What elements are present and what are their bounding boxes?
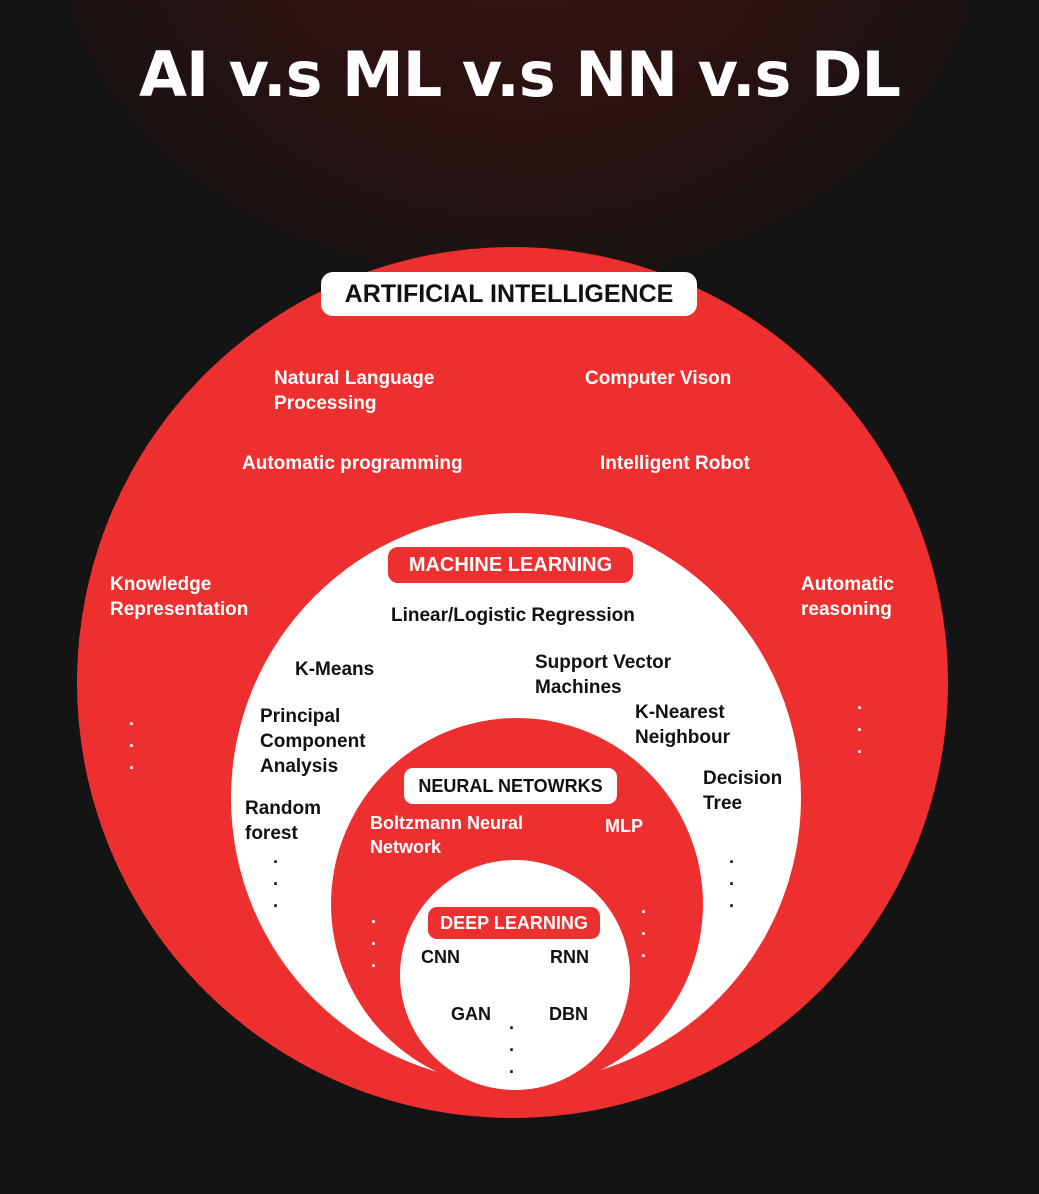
dl-ellipsis: . . .: [509, 1013, 515, 1077]
ai-item-computer-vision: Computer Vison: [585, 368, 732, 389]
nn-ellipsis-left: . . .: [371, 907, 377, 971]
ai-item-automatic-reasoning: Automatic reasoning: [801, 574, 894, 620]
ml-item-knn: K-Nearest Neighbour: [635, 702, 730, 748]
ml-label: MACHINE LEARNING: [388, 547, 633, 583]
ml-ellipsis-right: . . .: [729, 847, 735, 911]
nn-item-boltzmann: Boltzmann Neural Network: [370, 813, 524, 857]
ml-item-random-forest: Random forest: [245, 798, 321, 844]
dl-label: DEEP LEARNING: [428, 907, 600, 939]
nn-label: NEURAL NETOWRKS: [404, 768, 617, 804]
ai-item-intelligent-robot: Intelligent Robot: [600, 453, 750, 474]
ml-item-linear-logistic: Linear/Logistic Regression: [391, 605, 635, 626]
dl-item-rnn: RNN: [550, 947, 589, 967]
ai-label: ARTIFICIAL INTELLIGENCE: [321, 272, 697, 316]
ai-ellipsis-right: . . .: [857, 693, 863, 757]
ml-item-svm: Support Vector Machines: [535, 652, 672, 698]
ml-item-kmeans: K-Means: [295, 659, 375, 680]
page-title: AI v.s ML v.s NN v.s DL: [139, 38, 901, 111]
ai-ellipsis-left: . . .: [129, 709, 135, 773]
dl-circle: [400, 860, 630, 1090]
nn-ellipsis-right: . . .: [641, 897, 647, 961]
nn-item-mlp: MLP: [605, 816, 643, 836]
dl-item-cnn: CNN: [421, 947, 460, 967]
ml-ellipsis-left: . . .: [273, 847, 279, 911]
ai-item-automatic-programming: Automatic programming: [242, 453, 463, 474]
ml-item-decision-tree: Decision Tree: [703, 768, 783, 814]
ml-item-pca: Principal Component Analysis: [260, 706, 366, 777]
dl-item-gan: GAN: [451, 1004, 491, 1024]
ai-item-knowledge-representation: Knowledge Representation: [110, 574, 249, 620]
dl-item-dbn: DBN: [549, 1004, 588, 1024]
ai-item-nlp: Natural Language Processing: [274, 368, 435, 414]
